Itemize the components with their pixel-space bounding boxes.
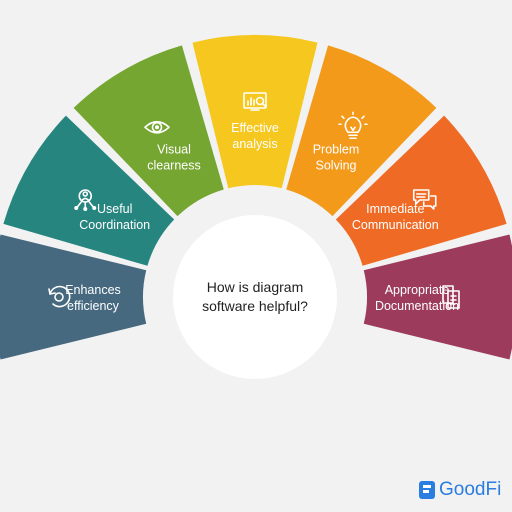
segment-efficiency	[0, 234, 147, 360]
segment-label-analysis-line2: analysis	[232, 137, 277, 151]
segment-documentation	[363, 234, 512, 360]
segment-label-documentation-line2: Documentation	[375, 299, 459, 313]
segment-label-efficiency-line2: efficiency	[67, 299, 120, 313]
segment-solving	[286, 45, 437, 217]
center-title-line1: How is diagram	[207, 279, 303, 295]
lightbulb-icon	[338, 111, 368, 140]
segment-label-analysis-line1: Effective	[231, 121, 279, 135]
center-circle	[173, 215, 337, 379]
goodfirms-logo: GoodFi	[419, 479, 501, 501]
chart-magnifier-icon	[243, 92, 267, 111]
segment-label-documentation-line1: Appropriate	[385, 283, 450, 297]
center-title-line2: software helpful?	[202, 298, 308, 314]
documents-icon	[442, 285, 460, 309]
segment-label-coordination-line1: Useful	[97, 202, 132, 216]
chat-bubbles-icon	[412, 189, 437, 210]
segment-label-communication-line1: Immediate	[366, 202, 424, 216]
refresh-gear-icon	[48, 285, 71, 308]
segment-label-coordination-line2: Coordination	[79, 218, 150, 232]
segment-label-clearness-line2: clearness	[147, 159, 201, 173]
segment-label-solving-line2: Solving	[316, 159, 357, 173]
segment-label-efficiency-line1: Enhances	[65, 283, 121, 297]
segment-label-solving-line1: Problem	[313, 143, 360, 157]
segment-label-communication-line2: Communication	[352, 218, 439, 232]
segment-analysis	[192, 34, 318, 189]
brand-mark-icon	[419, 481, 435, 499]
segment-label-clearness-line1: Visual	[157, 143, 191, 157]
brand-name: GoodFi	[439, 479, 502, 500]
eye-icon	[144, 120, 170, 134]
people-network-icon	[74, 189, 97, 211]
